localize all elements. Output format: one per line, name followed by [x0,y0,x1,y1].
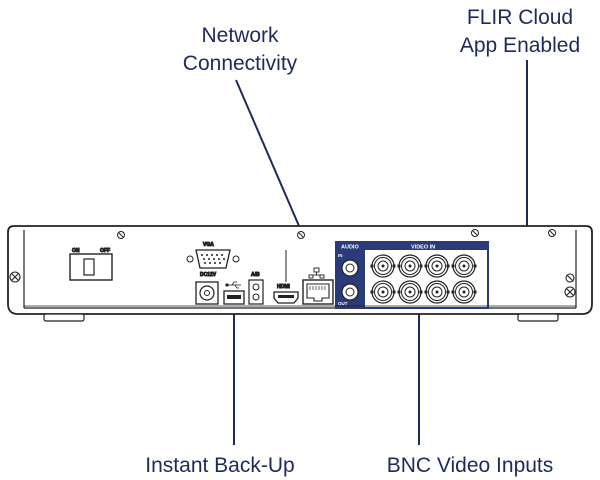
bnc-connector-7 [424,280,450,304]
screw-right-2 [564,286,576,298]
usb-port [223,281,245,305]
av-panel: AUDIO VIDEO IN IN OUT [335,241,489,309]
network-callout-line-2: Connectivity [182,52,298,75]
video-header-label: VIDEO IN [411,245,435,251]
flir-cloud-callout: FLIR Cloud App Enabled [440,4,600,60]
audio-out-label: OUT [338,301,348,306]
screw-left [9,271,21,283]
network-connectivity-callout: Network Connectivity [150,22,330,78]
usb-icon [225,281,241,289]
flir-callout-line-2: App Enabled [459,34,581,57]
right-foot [517,313,559,322]
hdmi-port: HDMI [273,284,299,304]
bnc-connector-5 [370,280,396,304]
bnc-connector-4 [451,254,477,278]
audio-in-label: IN [338,253,343,258]
vga-port: VGA [186,242,240,269]
audio-header-label: AUDIO [341,245,359,251]
audio-out-jack [341,283,359,301]
screw-top-2 [297,231,305,239]
dc-power-label: DC12V [200,272,217,278]
bnc-connector-1 [370,254,396,278]
bnc-connector-2 [397,254,423,278]
left-foot [43,313,85,322]
video-header-bar [364,242,488,250]
bnc-connector-8 [451,280,477,304]
power-off-label: OFF [100,248,110,254]
network-callout-line-1: Network [201,24,279,47]
flir-callout-line-1: FLIR Cloud [466,6,574,29]
dc-power-jack: DC12V [195,272,219,305]
bnc-connectors [370,254,477,304]
network-icon [308,267,325,279]
audio-in-jack [341,259,359,277]
instant-backup-callout: Instant Back-Up [145,454,295,477]
ethernet-pins [309,286,326,290]
vga-pins [201,254,225,264]
power-switch: ON OFF [69,248,113,281]
power-on-label: ON [72,248,80,254]
bnc-connector-3 [424,254,450,278]
ethernet-port [302,267,334,305]
power-switch-rocker [83,258,95,276]
screw-top-1 [117,231,125,239]
bnc-connector-6 [397,280,423,304]
ab-terminals: A/B [248,272,264,305]
screw-top-4 [548,229,556,237]
vga-label: VGA [203,242,214,248]
bnc-video-inputs-callout: BNC Video Inputs [386,454,554,477]
ab-label: A/B [251,272,260,278]
screw-top-3 [471,229,479,237]
hdmi-label: HDMI [277,284,290,290]
audio-header-bar [336,242,364,250]
screw-right-1 [565,273,575,283]
